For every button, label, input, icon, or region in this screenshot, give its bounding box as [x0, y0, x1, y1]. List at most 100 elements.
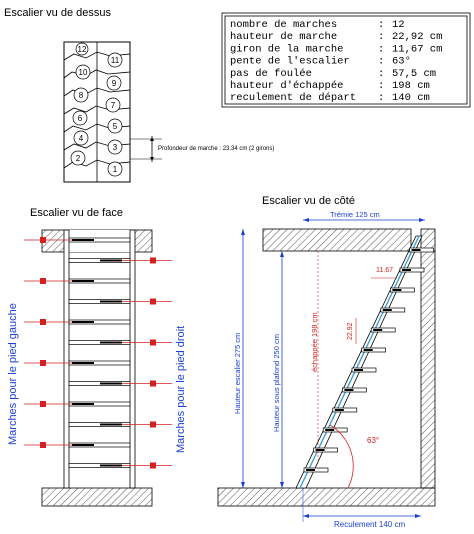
side-tread-mark: [334, 409, 344, 411]
side-tread-mark: [392, 289, 402, 291]
step-6: 6: [72, 110, 88, 126]
tremie-label: Trémie 125 cm: [330, 210, 380, 219]
spec-value: 198 cm: [392, 80, 430, 92]
tread-half: [100, 423, 122, 426]
spec-separator: :: [378, 68, 384, 80]
side-tread-mark: [402, 269, 411, 271]
svg-text:11: 11: [111, 56, 120, 65]
svg-text:9: 9: [112, 79, 117, 88]
side-tread: [390, 287, 415, 293]
tread-half: [72, 362, 94, 364]
top-view-step-numbers: 12 11 10 9 8 7 6 5 4 3 2 1: [70, 42, 123, 177]
side-tread: [361, 347, 386, 353]
svg-text:1: 1: [113, 165, 118, 174]
spec-label: nombre de marches: [230, 19, 337, 31]
depth-dimension: Profondeur de marche : 23.34 cm (2 giron…: [130, 136, 274, 162]
right-marker-dot: [150, 298, 156, 305]
side-tread-mark: [354, 369, 363, 371]
svg-text:6: 6: [78, 114, 83, 123]
tread-half: [100, 259, 122, 262]
left-marker-dot: [40, 401, 46, 407]
tread-half: [100, 382, 122, 385]
svg-text:7: 7: [111, 101, 116, 110]
spec-separator: :: [378, 92, 384, 104]
total-height-label: Hauteur escalier 275 cm: [233, 333, 242, 414]
side-tread-mark: [382, 309, 392, 311]
tread-half: [72, 444, 94, 446]
left-marker-dot: [40, 319, 46, 325]
svg-text:5: 5: [113, 122, 118, 131]
step-7: 7: [105, 97, 121, 113]
step-4: 4: [73, 130, 89, 146]
side-tread: [332, 407, 358, 413]
side-tread-mark: [315, 449, 325, 451]
tread-half: [100, 341, 122, 344]
left-marker-dot: [40, 278, 46, 284]
riser-label: 22.92: [347, 322, 354, 340]
svg-text:12: 12: [78, 45, 87, 54]
depth-label: Profondeur de marche : 23.34 cm (2 giron…: [158, 146, 274, 152]
side-dimensions: Trémie 125 cm Hauteur escalier 275 cm Ha…: [233, 210, 425, 529]
angle-label: 63°: [367, 436, 379, 445]
spec-label: hauteur de marche: [230, 31, 337, 43]
side-tread-mark: [373, 329, 383, 331]
step-8: 8: [73, 87, 89, 103]
side-tread: [380, 307, 406, 313]
spec-value: 63°: [392, 56, 411, 68]
step-3: 3: [107, 139, 123, 155]
spec-separator: :: [378, 19, 384, 31]
svg-text:2: 2: [76, 154, 81, 163]
foot-markers: [24, 237, 172, 469]
ceiling-height-label: Hauteur sous plafond 250 cm: [272, 334, 281, 432]
step-10: 10: [75, 64, 91, 80]
left-foot-label: Marches pour le pied gauche: [7, 303, 19, 445]
step-1: 1: [107, 161, 123, 177]
svg-text:8: 8: [79, 91, 84, 100]
right-foot-label: Marches pour le pied droit: [175, 326, 187, 453]
svg-text:10: 10: [79, 68, 88, 77]
spec-label: giron de la marche: [230, 43, 343, 55]
side-tread: [409, 247, 434, 253]
tread-half: [72, 280, 94, 282]
step-9: 9: [106, 75, 122, 91]
tread-half: [72, 239, 94, 241]
step-12: 12: [75, 42, 89, 56]
left-marker-dot: [40, 360, 46, 366]
headroom-label: échappée 198 cm: [310, 312, 319, 372]
side-tread: [322, 427, 348, 433]
spec-separator: :: [378, 31, 384, 43]
spec-label: pas de foulée: [230, 68, 312, 80]
side-tread-mark: [325, 429, 335, 431]
step-5: 5: [107, 118, 123, 134]
front-view-plan: [41, 229, 153, 507]
spec-value: 12: [392, 19, 405, 31]
spec-label: pente de l'escalier: [230, 56, 350, 68]
svg-text:3: 3: [113, 143, 118, 152]
tread-half: [72, 403, 94, 405]
side-tread: [370, 327, 396, 333]
left-marker-dot: [40, 442, 46, 448]
tread-half: [100, 300, 122, 303]
side-tread-mark: [411, 249, 421, 251]
step-11: 11: [107, 52, 123, 68]
left-marker-dot: [40, 237, 46, 243]
reculement-label: Reculement 140 cm: [334, 520, 405, 529]
right-foot-labels: Marches pour le pied droit: [175, 326, 187, 453]
side-view-plan: [217, 228, 436, 507]
side-tread: [313, 447, 338, 453]
side-view-title: Escalier vu de côté: [262, 195, 355, 207]
spec-separator: :: [378, 80, 384, 92]
side-tread: [303, 467, 329, 473]
top-view-title: Escalier vu de dessus: [4, 7, 111, 19]
spec-value: 22,92 cm: [392, 31, 442, 43]
side-tread-mark: [344, 389, 354, 391]
side-tread-mark: [306, 469, 315, 471]
spec-label: reculement de départ: [230, 92, 356, 104]
side-tread-mark: [363, 349, 373, 351]
right-marker-dot: [150, 257, 156, 264]
tread-half: [100, 464, 122, 467]
left-foot-labels: Marches pour le pied gauche: [7, 303, 19, 445]
giron-label: 11.67: [376, 267, 393, 274]
